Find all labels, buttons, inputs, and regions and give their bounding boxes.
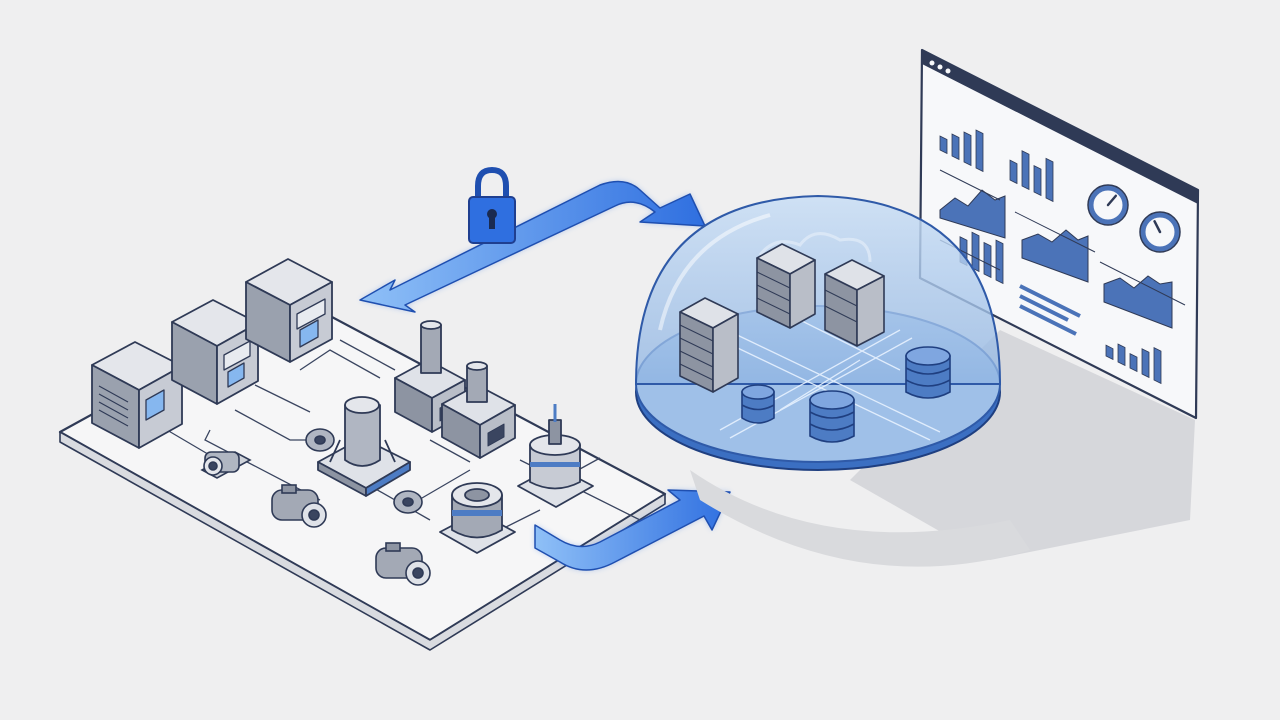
cloud-dome-icon	[634, 194, 1030, 567]
dashboard-bar	[1033, 164, 1042, 197]
motor-2	[375, 542, 431, 586]
dashboard-shadow	[850, 330, 1195, 560]
motor-1	[271, 484, 327, 528]
furnace-unit-2	[441, 361, 516, 459]
dashboard-bar	[1153, 346, 1162, 385]
server-rack-3	[824, 259, 885, 347]
dashboard-bar	[1105, 344, 1114, 361]
server-rack-1	[679, 297, 739, 393]
gauge-needle	[1153, 220, 1162, 234]
dashboard-bar	[1117, 343, 1126, 367]
analytics-dashboard-icon	[850, 48, 1200, 560]
dashboard-bar	[1009, 159, 1018, 185]
dashboard-bar	[971, 231, 980, 273]
dome-shadow	[690, 470, 1030, 567]
server-rack-2	[756, 243, 816, 329]
dashboard-bar	[939, 135, 948, 155]
database-3	[905, 346, 951, 399]
dashboard-area-charts	[939, 189, 1173, 329]
floor-edge	[59, 431, 666, 651]
roller-2	[393, 490, 423, 514]
gauge-ring	[1087, 184, 1129, 226]
gauge-ring	[1139, 211, 1181, 253]
database-1	[741, 384, 775, 424]
pump-1	[200, 451, 252, 479]
cylinder-machine	[439, 482, 516, 554]
dashboard-titlebar	[922, 50, 1198, 204]
dashboard-gauges	[1087, 184, 1181, 253]
dashboard-bar	[1045, 157, 1054, 203]
padlock-icon	[468, 166, 516, 244]
dashboard-bar	[951, 133, 960, 161]
control-cabinet-3	[245, 258, 333, 363]
dashboard-bar	[975, 129, 984, 173]
database-2	[809, 390, 855, 443]
factory-floor	[58, 258, 667, 651]
bidirectional-arrow-icon	[359, 180, 706, 313]
gauge-needle	[1106, 194, 1118, 207]
roller-1	[305, 428, 335, 452]
dashboard-bar	[1141, 348, 1150, 379]
dashboard-bar	[963, 131, 972, 167]
dashboard-bar	[995, 239, 1004, 285]
dashboard-text-lines	[939, 169, 1186, 336]
dashboard-bar-charts	[939, 129, 1162, 385]
dashboard-bar	[1021, 150, 1030, 191]
reactor-tank	[317, 396, 411, 497]
control-cabinet-2	[171, 299, 259, 405]
dashboard-bar	[983, 241, 992, 279]
dashboard-bar	[1129, 352, 1138, 373]
sensor-station	[517, 404, 594, 508]
control-cabinet-1	[91, 341, 183, 449]
